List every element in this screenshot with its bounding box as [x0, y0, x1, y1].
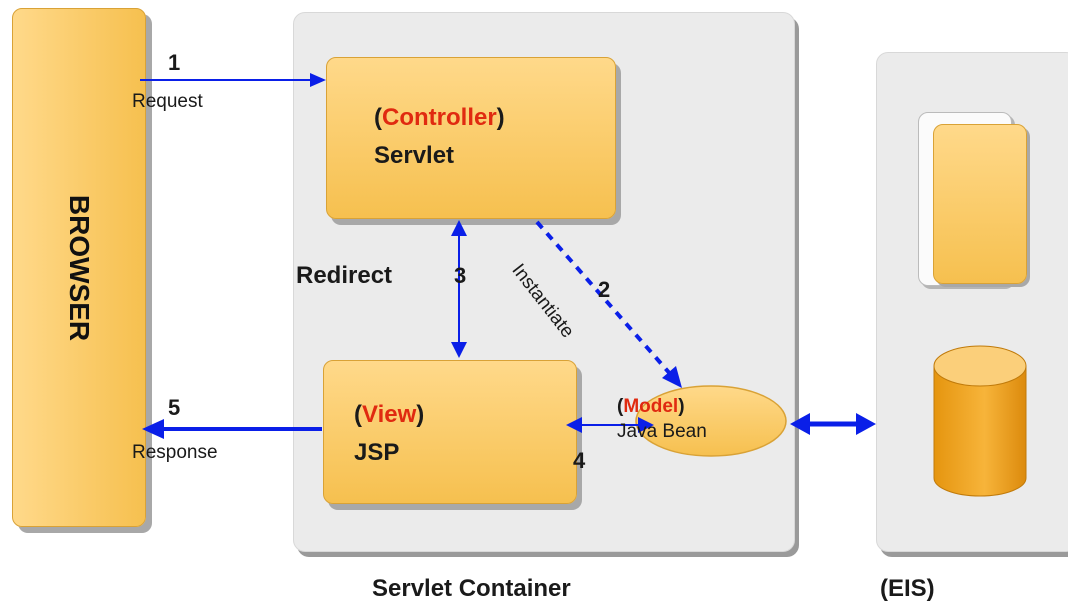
instantiate-step-number: 2 — [598, 277, 611, 302]
view-paren-open: ( — [354, 401, 362, 428]
controller-role-text: Controller — [382, 104, 497, 131]
eis-database-icon — [933, 345, 1027, 497]
redirect-arrow — [451, 220, 467, 358]
controller-paren-close: ) — [496, 104, 505, 131]
eis-server-icon — [933, 124, 1027, 284]
request-arrow — [140, 73, 326, 87]
browser-box: BROWSER — [12, 8, 146, 527]
servlet-label: Servlet — [374, 142, 455, 169]
model-paren-close: ) — [678, 396, 685, 417]
redirect-label: Redirect — [296, 262, 393, 289]
redirect-step-number: 3 — [454, 263, 467, 288]
instantiate-arrow — [535, 220, 682, 388]
model-role-text: Model — [623, 396, 679, 417]
model-role: (Model) — [617, 396, 685, 418]
response-step-number: 5 — [168, 395, 181, 420]
view-jsp-box: (View) JSP — [323, 360, 577, 504]
controller-servlet-box: (Controller) Servlet — [326, 57, 616, 219]
request-label: Request — [132, 91, 203, 112]
model-paren-open: ( — [617, 396, 624, 417]
view-paren-close: ) — [416, 401, 425, 428]
javabean-label: Java Bean — [617, 421, 707, 442]
model-eis-arrow — [790, 413, 876, 435]
controller-role: (Controller) — [374, 104, 505, 132]
request-step-number: 1 — [168, 50, 181, 75]
view-model-arrow — [566, 417, 654, 433]
jsp-label: JSP — [354, 439, 400, 466]
eis-label: (EIS) — [880, 575, 935, 602]
servlet-container-label: Servlet Container — [372, 575, 571, 602]
view-role-text: View — [362, 401, 417, 428]
response-arrow — [142, 419, 322, 439]
model-javabean-ellipse — [635, 385, 787, 457]
view-model-step-number: 4 — [573, 448, 586, 473]
controller-paren-open: ( — [374, 104, 382, 131]
response-label: Response — [132, 442, 218, 463]
view-role: (View) — [354, 401, 424, 429]
